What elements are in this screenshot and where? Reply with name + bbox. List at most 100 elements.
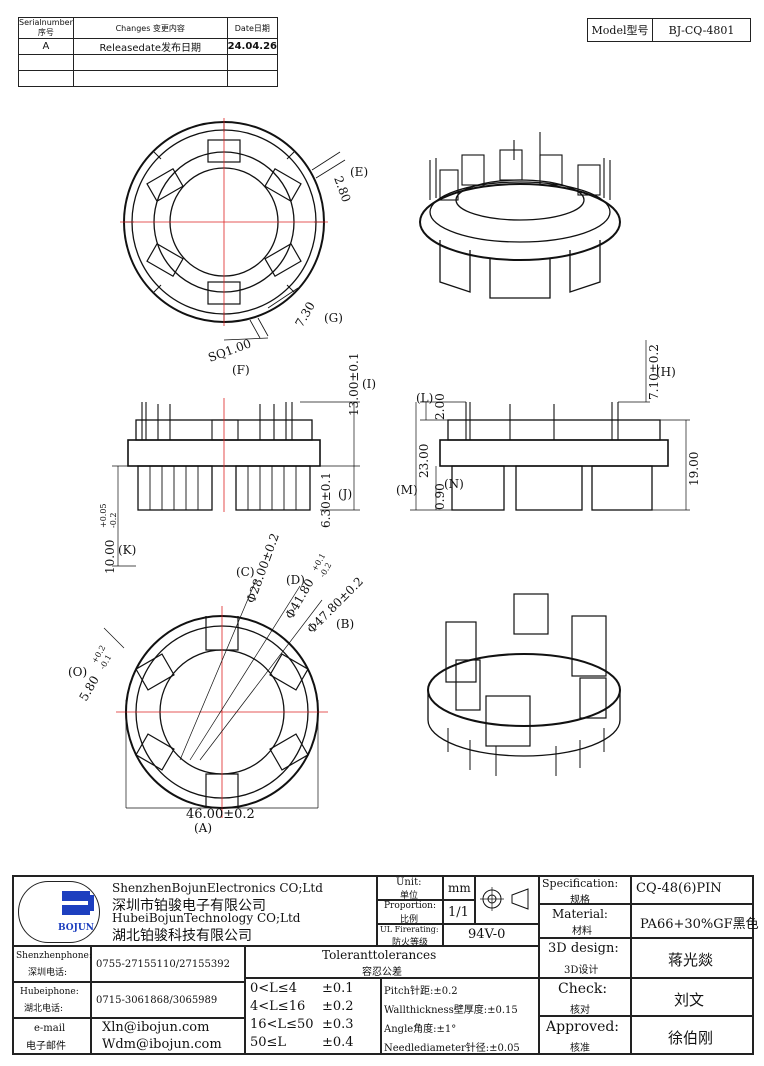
company-cell: BOJUN ShenzhenBojunElectronics CO;Ltd 深圳… xyxy=(13,876,377,946)
hb-phone-label: Hubeiphone: xyxy=(20,987,79,997)
dim-g-label: (G) xyxy=(324,311,343,325)
company-en-1: ShenzhenBojunElectronics CO;Ltd xyxy=(112,881,323,895)
projection-cell xyxy=(475,876,539,924)
tol-range: 0<L≤4 xyxy=(250,981,297,996)
dim-m-label: (M) xyxy=(396,483,418,497)
iso-view-bottom xyxy=(427,593,621,776)
approved-label-cn: 核准 xyxy=(570,1043,590,1054)
title-block: BOJUN ShenzhenBojunElectronics CO;Ltd 深圳… xyxy=(12,875,759,1055)
fire-value-cell: 94V-0 xyxy=(443,924,539,946)
fire-label-cell: UL Firerating: 防火等级 xyxy=(377,924,443,948)
proportion-value: 1/1 xyxy=(448,905,469,920)
email-label-cell: e-mail 电子邮件 xyxy=(13,1018,91,1054)
spec-label-cn: 规格 xyxy=(570,895,590,906)
dim-k-tol-dn: -0.2 xyxy=(109,513,118,528)
material-label-cn: 材料 xyxy=(572,926,592,937)
hb-phone-cell: 0715-3061868/3065989 xyxy=(91,982,245,1018)
check-label: Check: xyxy=(558,981,608,997)
dim-j-value: 6.30±0.1 xyxy=(319,472,333,528)
tol-misc-cell: Pitch针距:±0.2 Wallthickness壁厚度:±0.15 Angl… xyxy=(381,978,539,1054)
email-cell: Xln@ibojun.com Wdm@ibojun.com xyxy=(91,1018,245,1054)
tol-pitch: Pitch针距:±0.2 xyxy=(384,986,458,997)
material-label: Material: xyxy=(552,907,608,921)
unit-label: Unit: xyxy=(396,877,422,888)
dim-k-label: (K) xyxy=(118,543,136,557)
email-2: Wdm@ibojun.com xyxy=(102,1037,222,1052)
rev-cell xyxy=(226,70,279,87)
top-view xyxy=(120,118,346,341)
email-label: e-mail xyxy=(34,1023,66,1034)
revision-table: Serialnumber序号 Changes 变更内容 Date日期 A Rel… xyxy=(18,17,279,87)
tol-value: ±0.3 xyxy=(322,1017,354,1032)
material-value-cell: PA66+30%GF黑色 xyxy=(631,904,759,938)
proportion-label-cell: Proportion: 比例 xyxy=(377,900,443,925)
check-value: 刘文 xyxy=(674,991,705,1009)
design-label: 3D design: xyxy=(548,941,619,956)
logo-text: BOJUN xyxy=(58,923,94,933)
sz-phone-label: Shenzhenphone: xyxy=(16,951,92,961)
tol-title-cn: 容忍公差 xyxy=(362,967,402,978)
dim-l-value: 2.00 xyxy=(433,393,447,420)
company-cn-1: 深圳市铂骏电子有限公司 xyxy=(112,898,266,914)
fire-label-cn: 防火等级 xyxy=(392,938,429,948)
iso-view-top xyxy=(419,132,621,299)
model-box: Model型号 BJ-CQ-4801 xyxy=(587,18,751,42)
unit-value-cell: mm xyxy=(443,876,475,900)
dim-19-value: 19.00 xyxy=(687,452,701,486)
dim-m-value: 23.00 xyxy=(417,444,431,478)
bottom-view xyxy=(103,579,328,818)
tol-title: Toleranttolerances xyxy=(322,948,437,962)
logo-frame xyxy=(18,881,100,943)
dim-e-label: (E) xyxy=(350,165,368,179)
proportion-value-cell: 1/1 xyxy=(443,900,475,924)
tol-range: 50≤L xyxy=(250,1035,287,1050)
dim-b-label: (B) xyxy=(336,617,354,631)
design-label-cn: 3D设计 xyxy=(564,965,599,976)
tol-value: ±0.4 xyxy=(322,1035,354,1050)
spec-value-cell: CQ-48(6)PIN xyxy=(631,876,753,904)
design-label-cell: 3D design: 3D设计 xyxy=(539,938,631,978)
fire-value: 94V-0 xyxy=(468,927,506,942)
side-view xyxy=(410,340,690,511)
spec-label-cell: Specification: 规格 xyxy=(539,876,631,906)
model-value: BJ-CQ-4801 xyxy=(668,23,735,37)
spec-value: CQ-48(6)PIN xyxy=(636,881,722,896)
dim-n-label: (N) xyxy=(444,477,464,491)
dim-n-value: 0.90 xyxy=(433,483,447,510)
spec-label: Specification: xyxy=(542,877,619,890)
hb-phone: 0715-3061868/3065989 xyxy=(96,995,218,1006)
tol-angle: Angle角度:±1° xyxy=(384,1024,457,1035)
approved-label-cell: Approved: 核准 xyxy=(539,1016,631,1054)
hb-phone-label-cn: 湖北电话: xyxy=(24,1004,64,1014)
tol-range-cell: 0<L≤4 ±0.1 4<L≤16 ±0.2 16<L≤50 ±0.3 50≤L… xyxy=(245,978,381,1054)
email-label-cn: 电子邮件 xyxy=(26,1041,66,1052)
dim-d-label: (D) xyxy=(286,573,305,587)
check-label-cell: Check: 核对 xyxy=(539,978,631,1016)
dim-h-label: (H) xyxy=(656,365,676,379)
approved-value: 徐伯刚 xyxy=(668,1029,714,1047)
sz-phone: 0755-27155110/27155392 xyxy=(96,959,230,970)
design-value: 蒋光燚 xyxy=(668,951,714,969)
company-en-2: HubeiBojunTechnology CO;Ltd xyxy=(112,911,301,925)
model-label: Model型号 xyxy=(588,19,653,41)
bojun-logo-icon xyxy=(58,891,94,915)
sz-phone-label-cn: 深圳电话: xyxy=(28,968,68,978)
dim-k-value: 10.00 xyxy=(103,540,117,574)
email-1: Xln@ibojun.com xyxy=(102,1020,210,1035)
tol-range: 16<L≤50 xyxy=(250,1017,314,1032)
dim-l-label: (L) xyxy=(416,391,433,405)
unit-label-cn: 单位 xyxy=(400,891,419,901)
hb-phone-label-cell: Hubeiphone: 湖北电话: xyxy=(13,982,91,1018)
dim-j-label: (J) xyxy=(338,487,352,501)
unit-label-cell: Unit: 单位 xyxy=(377,876,443,901)
dim-a-label: (A) xyxy=(194,821,212,835)
dim-g-value: 7.30 xyxy=(292,299,317,329)
tol-title-cell: Toleranttolerances 容忍公差 xyxy=(245,946,539,978)
sz-phone-label-cell: Shenzhenphone: 深圳电话: xyxy=(13,946,92,982)
projection-symbol-icon xyxy=(480,887,529,911)
dim-i-label: (I) xyxy=(362,377,376,391)
check-value-cell: 刘文 xyxy=(631,978,753,1016)
approved-label: Approved: xyxy=(546,1019,620,1035)
material-label-cell: Material: 材料 xyxy=(539,904,631,938)
dim-a-value: 46.00±0.2 xyxy=(186,807,255,822)
